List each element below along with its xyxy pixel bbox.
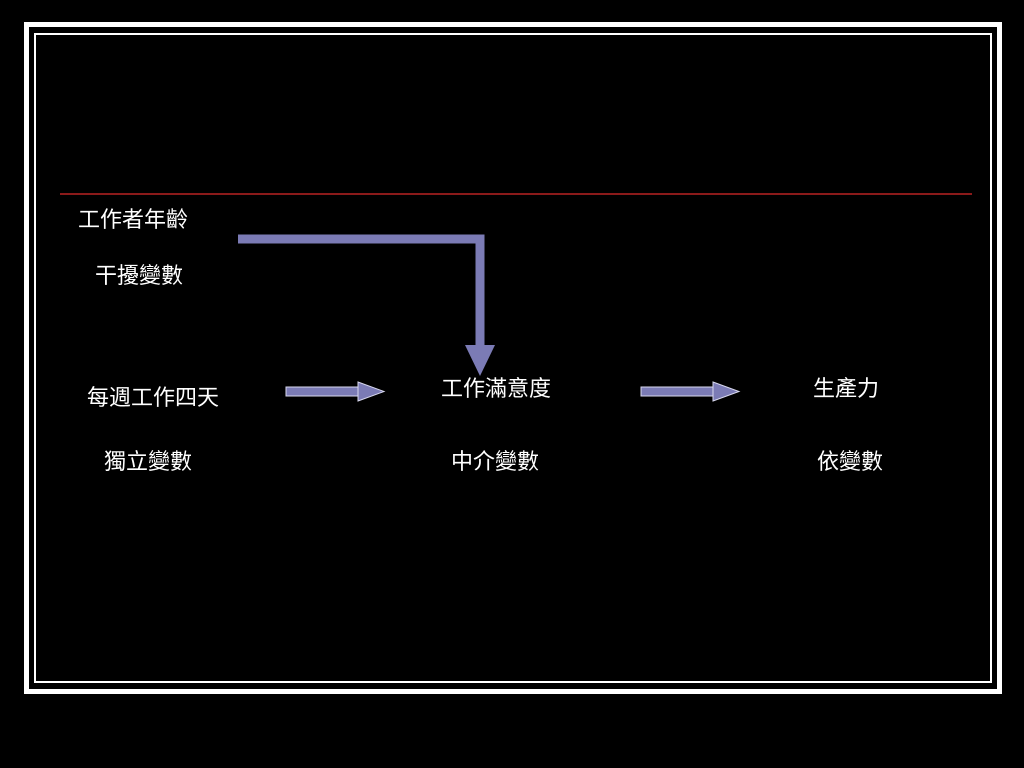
confounder-to-mediator-arrowhead bbox=[465, 345, 495, 376]
mediator-role: 中介變數 bbox=[451, 450, 540, 475]
dependent-name: 生產力 bbox=[813, 377, 880, 402]
slide-inner-frame bbox=[34, 33, 992, 683]
confounder-to-mediator-arrow bbox=[238, 234, 485, 350]
independent-name: 每週工作四天 bbox=[87, 386, 220, 411]
independent-to-mediator-arrow bbox=[285, 381, 386, 402]
confounder-role: 干擾變數 bbox=[95, 264, 184, 289]
slide-outer-frame bbox=[24, 22, 1002, 694]
dependent-role: 依變數 bbox=[817, 450, 884, 475]
mediator-to-dependent-arrow bbox=[640, 381, 741, 402]
confounder-name: 工作者年齡 bbox=[78, 208, 189, 233]
independent-role: 獨立變數 bbox=[104, 450, 193, 475]
title-divider-line bbox=[60, 193, 972, 195]
mediator-name: 工作滿意度 bbox=[441, 377, 552, 402]
